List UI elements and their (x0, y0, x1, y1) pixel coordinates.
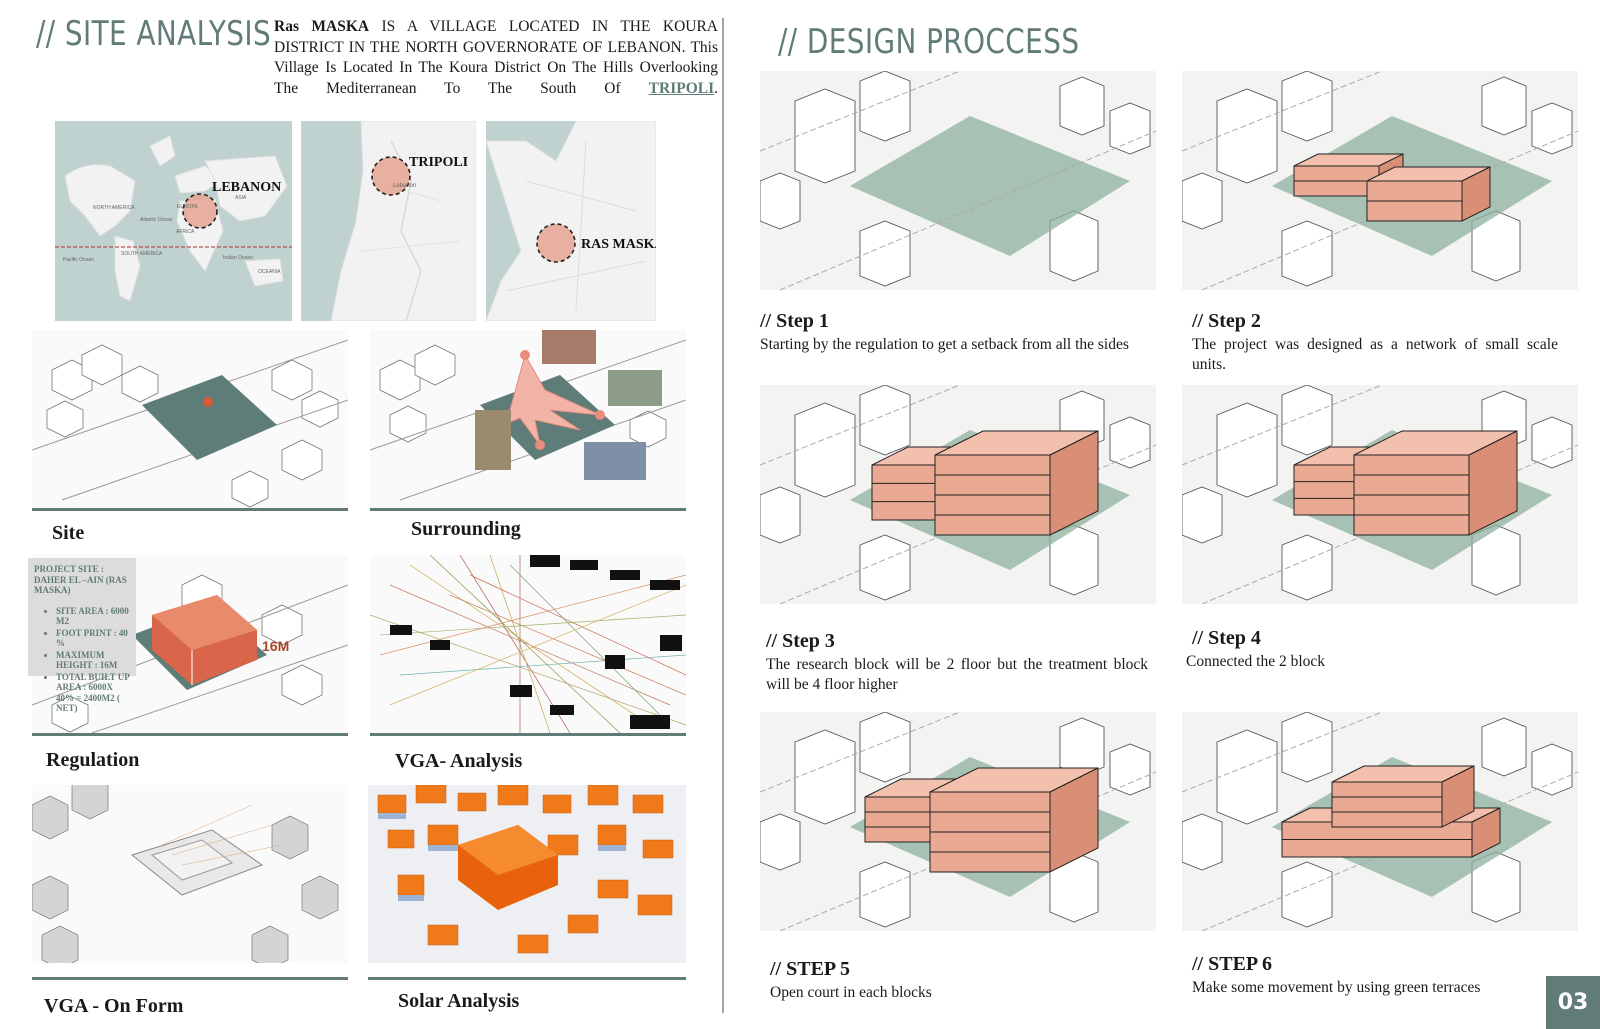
vga-form-panel (32, 785, 348, 963)
intro-end: . (714, 79, 718, 97)
solar-rule (368, 977, 686, 980)
design-process-title: // DESIGN PROCCESS (778, 22, 1080, 62)
step-5-heading: // STEP 5 (770, 958, 851, 980)
site-plot (142, 375, 277, 460)
intro-name: Ras MASKA (274, 18, 370, 35)
step-2-text: The project was designed as a network of… (1192, 336, 1558, 373)
map-label-sa: SOUTH AMERICA (121, 251, 163, 257)
photo-3 (475, 410, 511, 470)
map-label-pacific: Pacific Ocean (63, 257, 94, 263)
regulation-rule (32, 733, 348, 736)
step-4-image (1182, 385, 1578, 604)
map-label-africa: AFRICA (176, 229, 195, 235)
step-1-text: Starting by the regulation to get a setb… (760, 336, 1129, 353)
step-3-heading: // Step 3 (766, 630, 835, 652)
regulation-item: FOOT PRINT : 40 % (56, 628, 130, 649)
tripoli-label: TRIPOLI (409, 155, 468, 170)
regulation-item: TOTAL BUILT UP AREA : 6000X 40% = 2400M2… (56, 672, 130, 714)
surrounding-caption: Surrounding (411, 518, 521, 540)
ras-maska-label: RAS MASKA (581, 237, 656, 252)
page-divider (722, 18, 724, 1013)
photo-1 (542, 330, 596, 364)
map-label-asia: ASIA (235, 195, 247, 201)
photo-2 (608, 370, 662, 406)
step-5-text: Open court in each blocks (770, 984, 932, 1001)
step-2-image (1182, 71, 1578, 290)
step-6-text: Make some movement by using green terrac… (1192, 979, 1481, 996)
page-number: 03 (1546, 976, 1600, 1029)
solar-panel (368, 785, 686, 963)
ras-maska-marker (536, 223, 576, 263)
step-2-heading: // Step 2 (1192, 310, 1261, 332)
step-1-image (760, 71, 1156, 290)
tripoli-marker (371, 156, 411, 196)
vga-analysis-panel (370, 555, 686, 733)
lebanon-label: LEBANON (212, 180, 281, 195)
surrounding-panel (370, 330, 686, 508)
vga-form-rule (32, 977, 348, 980)
step-3-text: The research block will be 2 floor but t… (766, 656, 1148, 693)
photo-4 (584, 442, 646, 480)
site-rule (32, 508, 348, 511)
step-4-heading: // Step 4 (1192, 627, 1261, 649)
intro-text: IS A VILLAGE LOCATED IN THE KOURA DISTRI… (274, 18, 718, 97)
solar-caption: Solar Analysis (398, 990, 520, 1012)
regulation-caption: Regulation (46, 749, 140, 771)
site-caption: Site (52, 522, 85, 544)
region-map: TRIPOLI Lebanon (301, 121, 476, 321)
step-4-text: Connected the 2 block (1186, 653, 1326, 670)
regulation-info-box: PROJECT SITE : DAHER EL –AIN (RAS MASKA)… (28, 558, 136, 713)
site-analysis-title: // SITE ANALYSIS (36, 14, 272, 54)
map-label-na: NORTH AMERICA (93, 205, 135, 211)
regulation-item: MAXIMUM HEIGHT : 16M (56, 650, 130, 671)
step-1-heading: // Step 1 (760, 310, 829, 332)
vga-form-caption: VGA - On Form (44, 995, 184, 1017)
map-label-europe: EUROPE (177, 204, 199, 210)
local-map: RAS MASKA (486, 121, 656, 321)
vga-analysis-rule (370, 733, 686, 736)
step-5-image (760, 712, 1156, 931)
tripoli-link[interactable]: TRIPOLI (648, 79, 715, 97)
height-tag: 16M (262, 638, 290, 654)
site-panel (32, 330, 348, 508)
intro-paragraph: Ras MASKA IS A VILLAGE LOCATED IN THE KO… (274, 17, 718, 99)
lebanon-small-label: Lebanon (393, 183, 416, 189)
regulation-item: SITE AREA : 6000 M2 (56, 606, 130, 627)
world-map: LEBANON NORTH AMERICA Atlantic Ocean EUR… (55, 121, 292, 321)
step-6-image (1182, 712, 1578, 931)
regulation-heading: PROJECT SITE : DAHER EL –AIN (RAS MASKA) (34, 564, 127, 595)
step-3-image (760, 385, 1156, 604)
map-label-atlantic: Atlantic Ocean (140, 217, 173, 223)
regulation-list: SITE AREA : 6000 M2 FOOT PRINT : 40 % MA… (34, 606, 130, 714)
vga-analysis-caption: VGA- Analysis (395, 750, 523, 772)
step-6-heading: // STEP 6 (1192, 953, 1273, 975)
map-label-oceania: OCEANIA (258, 269, 281, 275)
surrounding-rule (370, 508, 686, 511)
map-label-indian: Indian Ocean (223, 255, 253, 261)
lebanon-marker (182, 193, 218, 229)
location-pin-icon (203, 397, 213, 407)
